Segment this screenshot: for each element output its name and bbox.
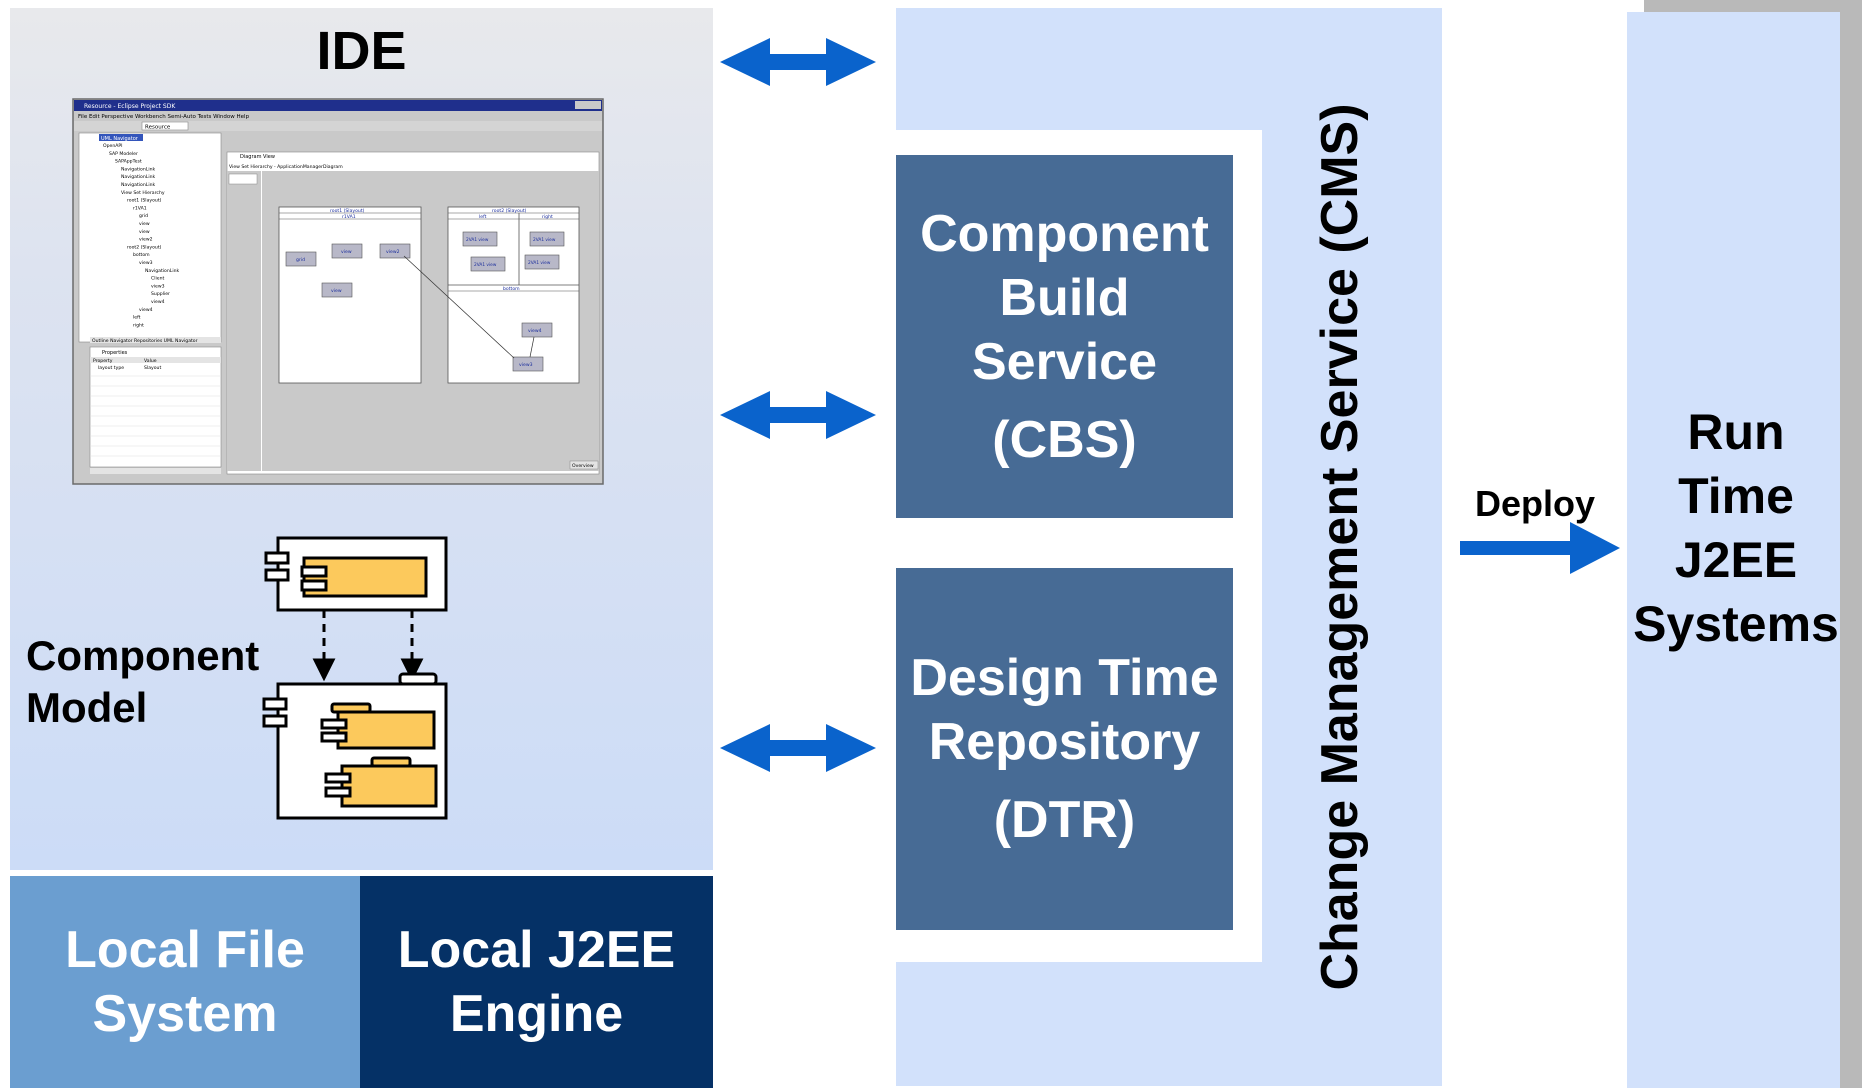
screenshot-tree-item: view2 bbox=[139, 237, 153, 243]
screenshot-tree-item: SAPAppTest bbox=[115, 159, 142, 165]
screenshot-tree-item: grid bbox=[139, 213, 148, 219]
screenshot-tree-item: r1VA1 bbox=[133, 205, 147, 211]
cbs-line1: Component bbox=[920, 204, 1209, 263]
screenshot-properties-title: Properties bbox=[102, 350, 128, 356]
screenshot-root1-header: root1 (Slayout) bbox=[330, 208, 365, 214]
screenshot-view-4: view4 bbox=[528, 328, 542, 334]
component-icon-bottom bbox=[262, 672, 448, 820]
screenshot-tree-item: left bbox=[133, 315, 141, 321]
cbs-line4: (CBS) bbox=[992, 410, 1137, 469]
screenshot-prop-row-value: Slayout bbox=[144, 365, 161, 371]
dtr-line2: Repository bbox=[928, 713, 1201, 771]
dtr-line1: Design Time bbox=[910, 649, 1219, 707]
screenshot-diagram-subtitle: View Set Hierarchy - ApplicationManagerD… bbox=[229, 164, 343, 170]
screenshot-bottom-label: bottom bbox=[503, 286, 520, 292]
screenshot-overview: Overview bbox=[572, 463, 594, 469]
screenshot-tree-item: view bbox=[139, 229, 150, 235]
arrow-ide-cbs bbox=[720, 391, 876, 439]
deploy-label: Deploy bbox=[1474, 483, 1596, 524]
screenshot-perspective: Resource bbox=[145, 125, 171, 131]
screenshot-root2-header: root2 (Slayout) bbox=[492, 208, 527, 214]
runtime-panel bbox=[1627, 12, 1840, 1088]
screenshot-right-label: right bbox=[542, 214, 553, 220]
screenshot-prop-header-2: Value bbox=[144, 358, 157, 364]
local-file-system-label: Local File System bbox=[65, 921, 305, 1043]
screenshot-tree-item: root1 (Slayout) bbox=[127, 198, 162, 204]
screenshot-tree-item: view3 bbox=[151, 283, 165, 289]
screenshot-window-title: Resource - Eclipse Project SDK bbox=[84, 103, 176, 110]
local-j2ee-engine-label: Local J2EE Engine bbox=[397, 921, 676, 1043]
screenshot-tree-item: view4 bbox=[151, 299, 165, 305]
screenshot-tree-item: view bbox=[139, 221, 150, 227]
screenshot-view-grid: grid bbox=[296, 257, 305, 263]
runtime-label: Run Time J2EE Systems bbox=[1600, 400, 1862, 656]
screenshot-view-a: view bbox=[341, 249, 352, 255]
screenshot-va-1: 2VA1 view bbox=[466, 237, 489, 243]
screenshot-tree-item: right bbox=[133, 322, 144, 328]
screenshot-diagram-title: Diagram View bbox=[240, 154, 275, 160]
screenshot-tree-item: NavigationLink bbox=[145, 268, 180, 274]
screenshot-tree-item: OpenAPI bbox=[103, 143, 123, 149]
arrow-ide-dtr bbox=[720, 724, 876, 772]
screenshot-view-3: view3 bbox=[519, 362, 533, 368]
screenshot-va-3: 2VA1 view bbox=[533, 237, 556, 243]
screenshot-tree-item: view4 bbox=[139, 307, 153, 313]
runtime-line2: Time bbox=[1678, 468, 1794, 524]
runtime-line1: Run bbox=[1687, 404, 1785, 460]
screenshot-tree-item: view3 bbox=[139, 260, 153, 266]
local-j2ee-engine-block: Local J2EE Engine bbox=[360, 876, 713, 1088]
screenshot-nav-tab: UML Navigator bbox=[101, 136, 139, 142]
screenshot-prop-header-1: Property bbox=[93, 358, 113, 364]
window-controls bbox=[575, 101, 601, 109]
ide-screenshot: Resource - Eclipse Project SDK File Edit… bbox=[72, 98, 604, 485]
screenshot-root1-sub: r1VA1 bbox=[342, 214, 356, 220]
cbs-box: Component Build Service (CBS) bbox=[896, 155, 1233, 518]
screenshot-view-b: view bbox=[331, 288, 342, 294]
local-file-system-block: Local File System bbox=[10, 876, 360, 1088]
arrow-ide-cms-top bbox=[720, 38, 876, 86]
screenshot-va-4: 2VA1 view bbox=[528, 260, 551, 266]
ide-title: IDE bbox=[316, 21, 407, 81]
screenshot-tree-item: Client bbox=[151, 276, 164, 282]
screenshot-left-label: left bbox=[479, 214, 487, 220]
dtr-box: Design Time Repository (DTR) bbox=[896, 568, 1233, 930]
cbs-line3: Service bbox=[971, 332, 1158, 391]
component-model-label: Component Model bbox=[26, 632, 260, 731]
screenshot-menu-bar: File Edit Perspective Workbench Semi-Aut… bbox=[78, 114, 250, 120]
component-icon-top bbox=[264, 536, 448, 612]
dependency-arrows bbox=[312, 610, 424, 682]
screenshot-tree-item: NavigationLink bbox=[121, 166, 156, 172]
screenshot-tree-item: View Set Hierarchy bbox=[121, 190, 165, 196]
screenshot-view-2: view2 bbox=[386, 249, 400, 255]
screenshot-tree-item: bottom bbox=[133, 252, 150, 258]
deploy-arrow bbox=[1460, 522, 1620, 574]
screenshot-tree-item: root2 (Slayout) bbox=[127, 244, 162, 250]
screenshot-tree-item: NavigationLink bbox=[121, 182, 156, 188]
screenshot-menu-items: File Edit Perspective Workbench Semi-Aut… bbox=[78, 114, 250, 120]
screenshot-tree-item: SAP Modeler bbox=[109, 151, 138, 157]
screenshot-bottom-tabs: Outline Navigator Repositories UML Navig… bbox=[92, 338, 198, 344]
screenshot-tree-item: NavigationLink bbox=[121, 174, 156, 180]
screenshot-va-2: 2VA1 view bbox=[474, 262, 497, 268]
cbs-line2: Build bbox=[999, 268, 1130, 327]
runtime-line4: Systems bbox=[1633, 596, 1839, 652]
screenshot-prop-row-key: layout type bbox=[98, 365, 124, 371]
dtr-line3: (DTR) bbox=[993, 791, 1136, 849]
runtime-line3: J2EE bbox=[1674, 532, 1798, 588]
screenshot-tree-item: Supplier bbox=[151, 291, 170, 297]
